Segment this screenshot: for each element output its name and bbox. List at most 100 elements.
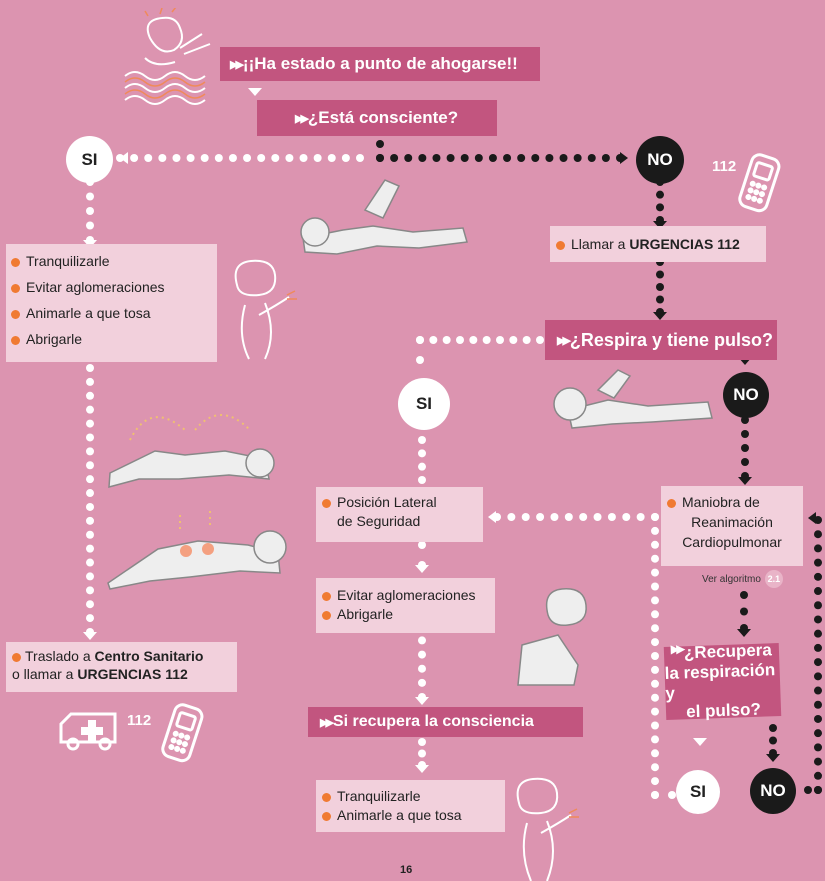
box-transfer: Traslado a Centro Sanitario o llamar a U… xyxy=(6,642,237,692)
list-item-text: Maniobra de xyxy=(682,494,760,510)
connector-dot xyxy=(474,154,483,162)
list-item: Abrigarle xyxy=(322,607,495,621)
connector-dot xyxy=(86,405,94,414)
bullet-icon xyxy=(667,499,676,508)
list-item-text: Abrigarle xyxy=(26,331,83,347)
connector-dot xyxy=(814,530,822,539)
connector-dot xyxy=(769,736,777,745)
connector-dot xyxy=(573,154,582,162)
connector-dot xyxy=(86,489,94,498)
connector-dot xyxy=(418,154,427,162)
connector-dot xyxy=(418,678,426,687)
bullet-icon xyxy=(322,499,331,508)
connector-dot xyxy=(651,638,659,647)
page-number: 16 xyxy=(400,864,413,876)
header-recover-breathing: ▶▶¿Recupera la respiración y el pulso? xyxy=(663,641,782,722)
connector-dot xyxy=(509,336,518,344)
connector-dot xyxy=(651,707,659,716)
header-drowning: ▶▶ ¡¡Ha estado a punto de ahogarse!! xyxy=(220,47,540,81)
connector-dot xyxy=(651,693,659,702)
bullet-icon xyxy=(11,258,20,267)
connector-dot xyxy=(86,221,94,230)
header-recover-line-3: el pulso? xyxy=(685,699,762,722)
connector-dot xyxy=(651,540,659,549)
list-item-text: o llamar a URGENCIAS 112 xyxy=(12,666,188,682)
connector-dot xyxy=(814,558,822,567)
connector-dot xyxy=(416,336,424,344)
connector-dot xyxy=(86,192,94,201)
node-no-conscious: NO xyxy=(636,136,684,184)
connector-dot xyxy=(814,587,822,596)
connector-dot xyxy=(740,591,748,599)
bullet-icon xyxy=(11,284,20,293)
connector-dot xyxy=(656,203,664,212)
connector-dot xyxy=(86,419,94,428)
connector-dot xyxy=(228,154,237,162)
list-item-text: Evitar aglomeraciones xyxy=(26,279,165,295)
connector-dot xyxy=(327,154,336,162)
connector-dot xyxy=(814,786,822,794)
connector-dot xyxy=(651,665,659,674)
coughing-person-icon xyxy=(234,259,297,360)
connector-dot xyxy=(559,154,568,162)
connector-dot xyxy=(741,458,749,466)
list-item: Tranquilizarle xyxy=(322,789,505,803)
connector-dot xyxy=(622,513,631,521)
connector-dot xyxy=(651,624,659,633)
connector-dot xyxy=(651,791,659,799)
connector-dot xyxy=(86,530,94,539)
arrow-icon: ▶▶ xyxy=(230,58,244,71)
connector-dot xyxy=(814,757,822,766)
connector-dot xyxy=(416,356,424,364)
dotted-line xyxy=(376,140,822,794)
connector-dot xyxy=(814,714,822,723)
list-item-text: de Seguridad xyxy=(337,513,421,529)
connector-dot xyxy=(814,771,822,780)
connector-dot xyxy=(804,786,812,794)
connector-dot xyxy=(814,729,822,738)
list-item-text: Animarle a que tosa xyxy=(337,807,462,823)
list-item-text: Evitar aglomeraciones xyxy=(337,587,476,603)
connector-dot xyxy=(86,207,94,215)
bullet-icon xyxy=(322,812,331,821)
connector-dot xyxy=(418,738,426,746)
connector-dot xyxy=(341,154,350,162)
connector-dot xyxy=(668,791,676,799)
connector-dot xyxy=(740,607,748,616)
connector-dot xyxy=(186,154,195,162)
connector-dot xyxy=(243,154,252,162)
connector-dot xyxy=(390,154,399,162)
connector-dot xyxy=(814,572,822,581)
bullet-icon xyxy=(12,653,21,662)
arrowheads xyxy=(83,88,816,773)
node-si-breathing: SI xyxy=(398,378,450,430)
connector-dot xyxy=(741,444,749,452)
connector-dot xyxy=(86,614,94,623)
list-item-text: Tranquilizarle xyxy=(337,788,421,804)
header-drowning-label: ¡¡Ha estado a punto de ahogarse!! xyxy=(242,54,518,73)
connector-dot xyxy=(651,763,659,772)
header-breathing-label: ¿Respira y tiene pulso? xyxy=(569,329,773,350)
arrow-icon: ▶▶ xyxy=(670,643,683,657)
box-avoid-crowding: Evitar aglomeraciones Abrigarle xyxy=(316,578,495,633)
list-item: Posición Lateral xyxy=(322,495,483,509)
header-recover-line-2: la respiración y xyxy=(664,660,776,703)
lying-person-icon xyxy=(300,179,468,255)
connector-dot xyxy=(656,270,664,279)
connector-dot xyxy=(607,513,616,521)
connector-dot xyxy=(86,461,94,470)
connector-dot xyxy=(601,154,610,162)
list-item: Evitar aglomeraciones xyxy=(11,280,217,294)
bullet-icon xyxy=(322,611,331,620)
connector-dot xyxy=(86,475,94,484)
connector-dot xyxy=(86,391,94,400)
connector-dot xyxy=(200,154,209,162)
list-item: Abrigarle xyxy=(11,332,217,346)
box-conscious-steps: Tranquilizarle Evitar aglomeraciones Ani… xyxy=(6,244,217,362)
see-algorithm-label: Ver algoritmo xyxy=(702,573,761,585)
header-recover-conscious: ▶▶ Si recupera la consciencia xyxy=(308,707,583,737)
connector-dot xyxy=(130,154,139,162)
phone-icon xyxy=(738,153,781,213)
connector-dot xyxy=(536,513,545,521)
connector-dot xyxy=(446,154,455,162)
